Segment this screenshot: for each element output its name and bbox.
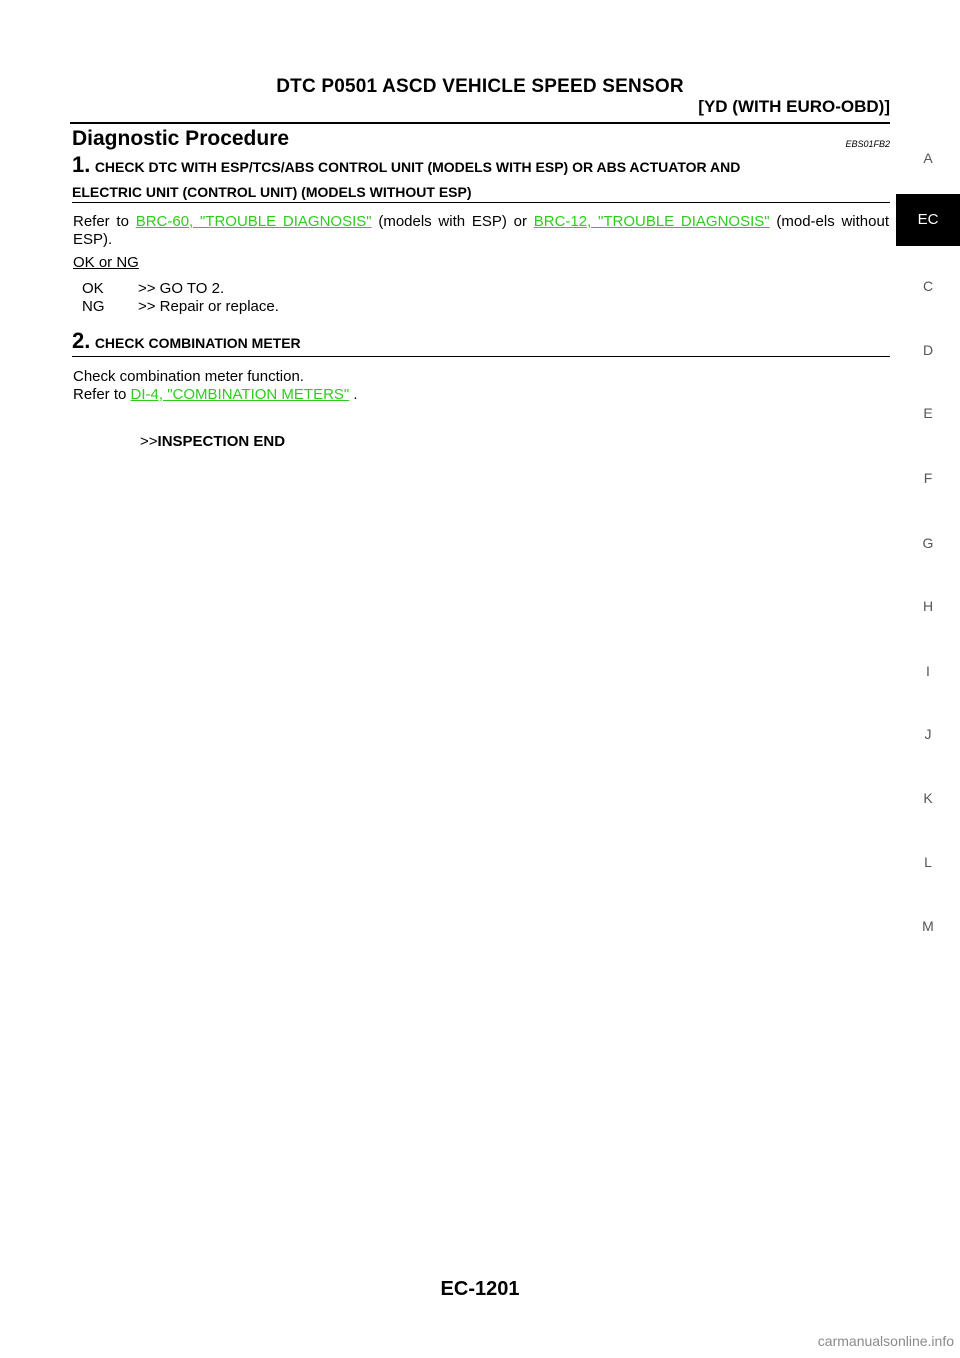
section-heading: Diagnostic Procedure <box>72 127 290 150</box>
result-action: >> Repair or replace. <box>138 298 279 315</box>
di-4-link[interactable]: DI-4, "COMBINATION METERS" <box>130 386 350 403</box>
step2-line2-prefix: Refer to <box>73 386 131 403</box>
end-text: INSPECTION END <box>157 433 286 450</box>
result-action: >> GO TO 2. <box>138 280 225 297</box>
ok-ng-label: OK or NG <box>73 254 139 271</box>
inspection-end: >>INSPECTION END <box>140 433 285 450</box>
page-title: DTC P0501 ASCD VEHICLE SPEED SENSOR <box>276 76 684 97</box>
result-key: NG <box>82 298 105 315</box>
step1-rule <box>72 202 890 203</box>
side-tab-g[interactable]: G <box>922 535 934 551</box>
watermark: carmanualsonline.info <box>817 1333 954 1349</box>
step2-body-line2: Refer to DI-4, "COMBINATION METERS" . <box>73 386 358 404</box>
step1-number: 1. <box>72 152 91 177</box>
step1-body-prefix: Refer to <box>73 213 136 230</box>
side-tab-c[interactable]: C <box>922 278 934 294</box>
result-row-ng: NG >> Repair or replace. <box>82 298 279 315</box>
step1-body: Refer to BRC-60, "TROUBLE DIAGNOSIS" (mo… <box>73 213 889 249</box>
step1-title-line2: ELECTRIC UNIT (CONTROL UNIT) (MODELS WIT… <box>72 184 472 200</box>
step1-title-line1: CHECK DTC WITH ESP/TCS/ABS CONTROL UNIT … <box>94 159 741 175</box>
result-row-ok: OK >> GO TO 2. <box>82 280 224 297</box>
step2-heading: 2. CHECK COMBINATION METER <box>72 328 301 354</box>
step2-title: CHECK COMBINATION METER <box>94 335 301 351</box>
step2-body-line1: Check combination meter function. <box>73 368 304 385</box>
brc-12-link[interactable]: BRC-12, "TROUBLE DIAGNOSIS" <box>533 213 770 230</box>
side-tab-a[interactable]: A <box>923 150 933 166</box>
header-rule <box>70 122 890 124</box>
side-tab-m[interactable]: M <box>922 918 934 934</box>
side-tab-h[interactable]: H <box>922 598 934 614</box>
step1-body-suffix: (mod-els without ESP). <box>73 213 889 248</box>
side-tab-j[interactable]: J <box>924 726 932 742</box>
side-tab-k[interactable]: K <box>923 790 933 806</box>
side-tab-ec[interactable]: EC <box>896 194 960 246</box>
result-key: OK <box>82 280 104 297</box>
step1-body-mid: (models with ESP) or <box>371 213 534 230</box>
page-subtitle: [YD (WITH EURO-OBD)] <box>698 97 890 116</box>
step2-number: 2. <box>72 328 91 353</box>
end-marker: >> <box>140 433 158 450</box>
side-tab-d[interactable]: D <box>922 342 934 358</box>
side-tab-ec-label: EC <box>917 211 939 228</box>
side-tab-l[interactable]: L <box>924 854 932 870</box>
step1-heading: 1. CHECK DTC WITH ESP/TCS/ABS CONTROL UN… <box>72 153 890 205</box>
step2-rule <box>72 356 890 357</box>
side-tab-i[interactable]: I <box>926 663 930 679</box>
section-code: EBS01FB2 <box>845 139 890 149</box>
page-number: EC-1201 <box>440 1278 520 1300</box>
brc-60-link[interactable]: BRC-60, "TROUBLE DIAGNOSIS" <box>135 213 372 230</box>
side-tab-f[interactable]: F <box>923 470 933 486</box>
side-tab-e[interactable]: E <box>923 405 933 421</box>
step2-line2-suffix: . <box>349 386 358 403</box>
